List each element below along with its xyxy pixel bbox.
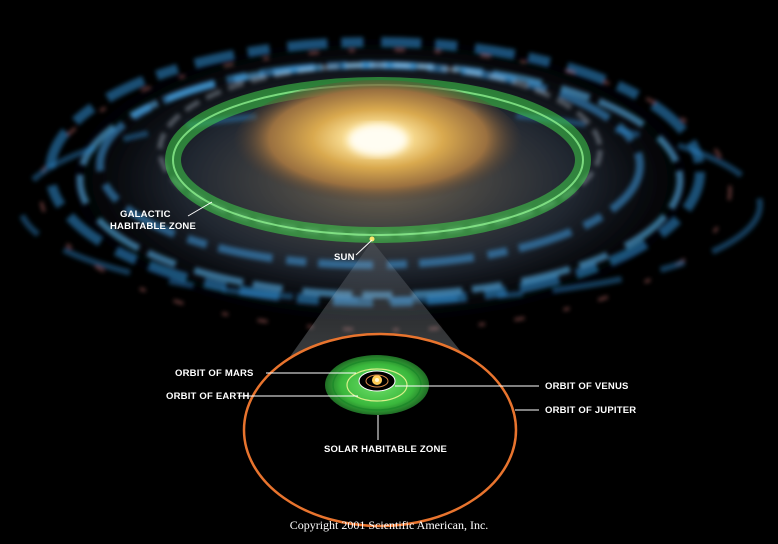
mars-orbit <box>332 359 422 411</box>
sun-marker <box>369 236 375 242</box>
galactic-zone-label-line2: HABITABLE ZONE <box>110 221 196 232</box>
jupiter-orbit <box>242 332 518 528</box>
orbit-venus-label: ORBIT OF VENUS <box>545 381 629 392</box>
solar-zone-label: SOLAR HABITABLE ZONE <box>324 444 447 455</box>
leader-lines <box>187 201 539 440</box>
solar-system-disc <box>244 334 516 526</box>
orbit-jupiter-label: ORBIT OF JUPITER <box>545 405 636 416</box>
orbit-earth-label: ORBIT OF EARTH <box>166 391 250 402</box>
orbit-mars-label: ORBIT OF MARS <box>175 368 254 379</box>
copyright-text: Copyright 2001 Scientific American, Inc. <box>290 518 489 532</box>
earth-orbit <box>346 368 408 402</box>
sun-label: SUN <box>334 252 355 263</box>
galactic-zone-label-line1: GALACTIC <box>120 209 171 220</box>
